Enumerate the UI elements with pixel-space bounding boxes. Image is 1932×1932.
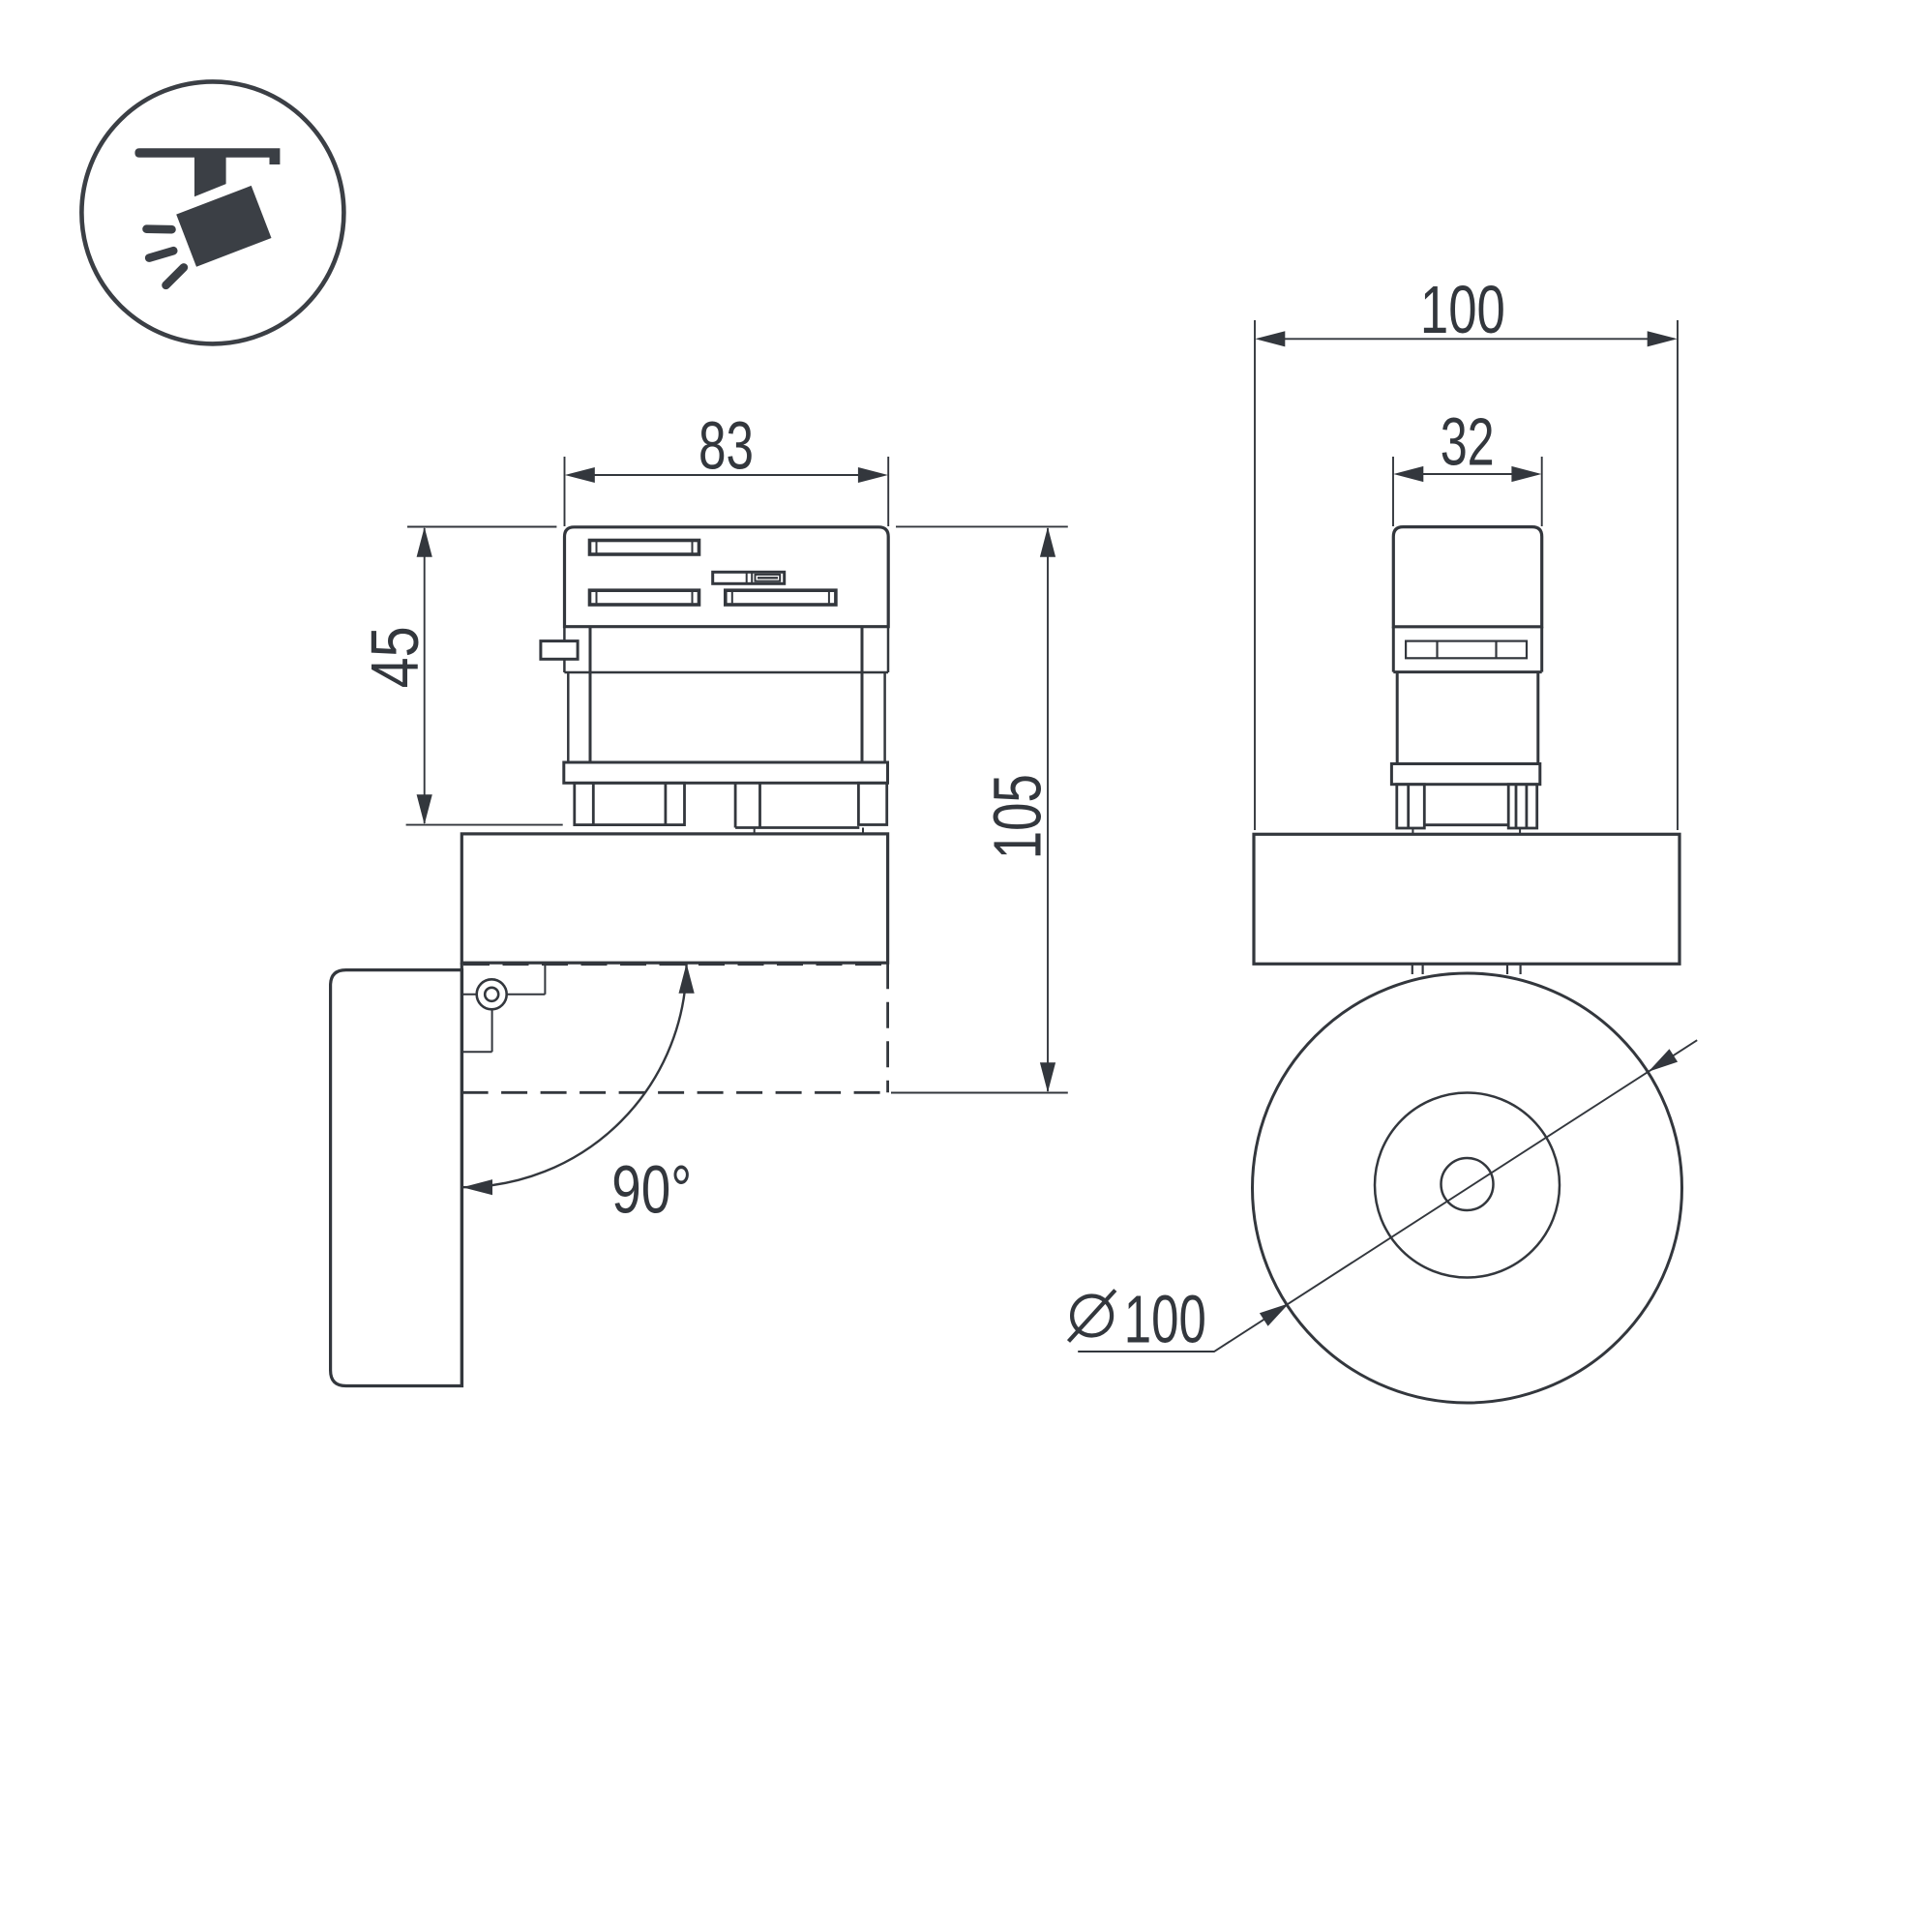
svg-text:100: 100 xyxy=(1420,272,1505,347)
svg-text:105: 105 xyxy=(980,774,1055,859)
svg-text:100: 100 xyxy=(1124,1282,1206,1357)
svg-text:45: 45 xyxy=(357,626,432,688)
svg-text:83: 83 xyxy=(698,408,754,484)
svg-text:90°: 90° xyxy=(611,1152,692,1228)
svg-text:32: 32 xyxy=(1441,404,1495,480)
